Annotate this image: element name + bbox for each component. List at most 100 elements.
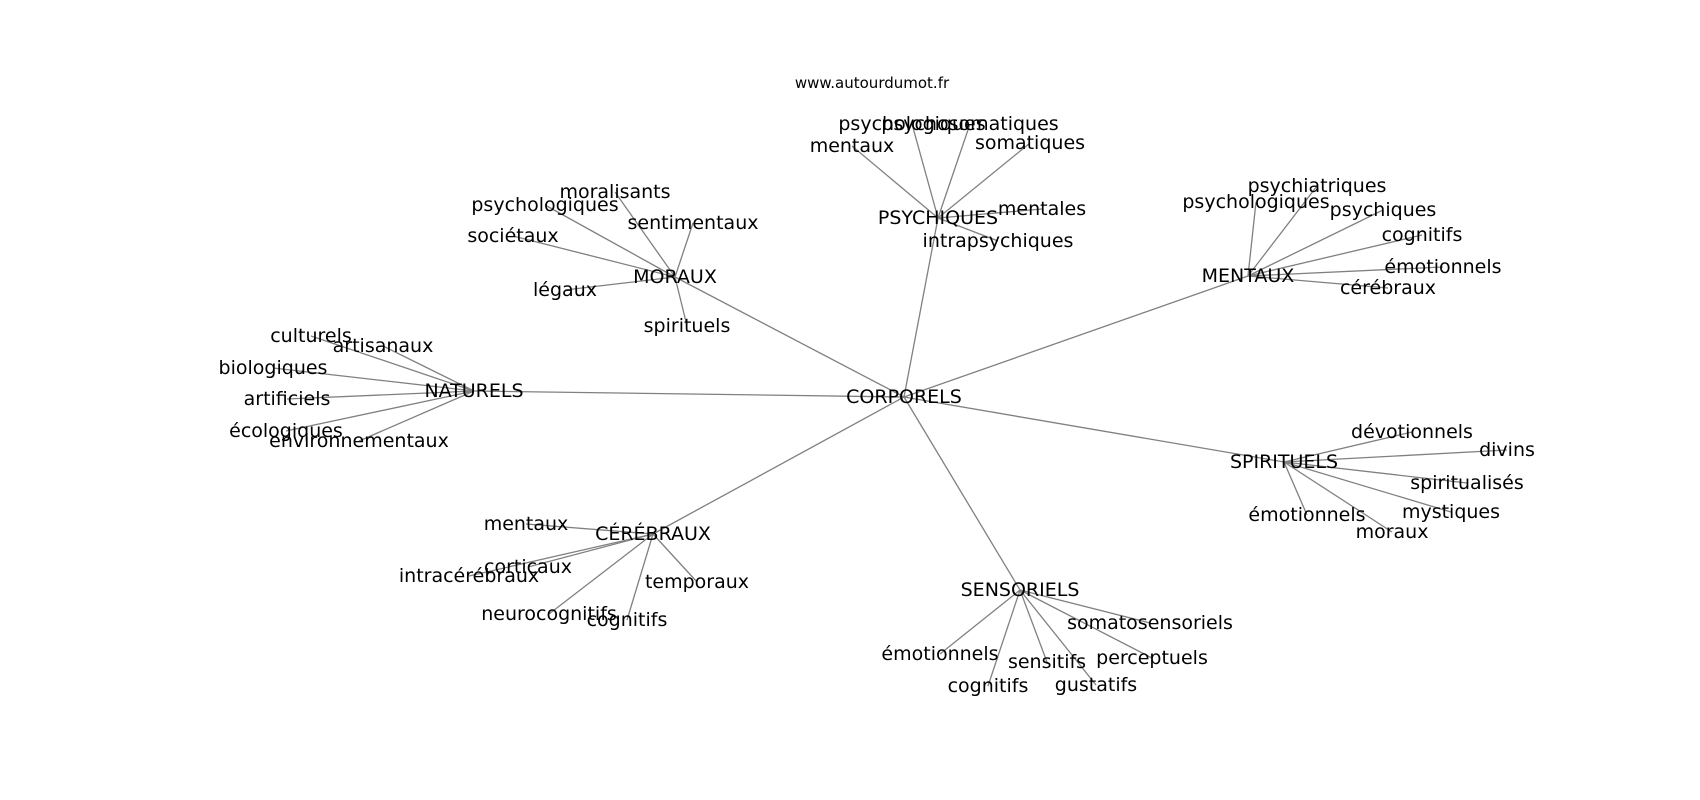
hub-leaf-edge bbox=[1247, 266, 1444, 277]
leaf-node-label: émotionnels bbox=[1384, 256, 1501, 278]
hub-leaf-edge bbox=[358, 390, 475, 442]
leaf-node-label: spirituels bbox=[644, 315, 731, 337]
leaf-node-label: moralisants bbox=[559, 181, 670, 203]
hub-leaf-edge bbox=[548, 533, 654, 615]
leaf-node-label: psychiques bbox=[1330, 199, 1437, 221]
hub-leaf-edge bbox=[1247, 209, 1384, 277]
hub-node-label: MORAUX bbox=[633, 266, 717, 288]
leaf-node-label: sociétaux bbox=[467, 225, 558, 247]
leaf-node-label: intrapsychiques bbox=[923, 230, 1074, 252]
hub-leaf-edge bbox=[1019, 589, 1151, 624]
leaf-node-label: légaux bbox=[533, 279, 597, 301]
hub-node-label: CÉRÉBRAUX bbox=[595, 522, 711, 545]
center-hub-edge bbox=[903, 217, 939, 398]
leaf-node-label: psychosomatiques bbox=[881, 113, 1058, 135]
hub-leaf-edge bbox=[614, 191, 676, 278]
hub-leaf-edge bbox=[987, 589, 1021, 687]
hub-leaf-edge bbox=[525, 523, 654, 535]
hub-leaf-edge bbox=[652, 533, 698, 583]
leaf-node-label: neurocognitifs bbox=[481, 603, 617, 625]
leaf-node-label: intracérébraux bbox=[399, 565, 539, 587]
leaf-node-label: cognitifs bbox=[948, 675, 1029, 697]
leaf-node-label: mentaux bbox=[810, 135, 895, 157]
center-hub-edge bbox=[903, 396, 1285, 463]
leaf-node-label: émotionnels bbox=[881, 643, 998, 665]
hub-leaf-edge bbox=[937, 123, 971, 219]
watermark: www.autourdumot.fr bbox=[795, 74, 950, 92]
hub-leaf-edge bbox=[544, 204, 676, 278]
hub-leaf-edge bbox=[382, 345, 475, 392]
edges bbox=[272, 123, 1508, 687]
leaf-node-label: spiritualisés bbox=[1410, 472, 1524, 494]
leaf-node-label: émotionnels bbox=[1248, 504, 1365, 526]
leaf-node-label: cognitifs bbox=[587, 609, 668, 631]
hub-leaf-edge bbox=[1247, 234, 1423, 277]
hub-leaf-edge bbox=[527, 533, 654, 568]
leaf-node-label: sensitifs bbox=[1008, 651, 1086, 673]
hub-leaf-edge bbox=[1019, 589, 1048, 663]
leaf-node-label: psychologiques bbox=[838, 113, 985, 135]
center-node-label: CORPORELS bbox=[846, 386, 962, 408]
hub-leaf-edge bbox=[674, 276, 688, 327]
hub-leaf-edge bbox=[1019, 589, 1097, 686]
leaf-node-label: dévotionnels bbox=[1351, 421, 1473, 443]
hub-leaf-edge bbox=[937, 217, 999, 242]
hub-leaf-edge bbox=[939, 589, 1021, 655]
leaf-node-label: artisanaux bbox=[333, 335, 434, 357]
labels: CORPORELSPSYCHIQUESpsychologiquespsychos… bbox=[219, 113, 1535, 697]
hub-node-label: NATURELS bbox=[424, 380, 523, 402]
hub-leaf-edge bbox=[937, 208, 1043, 219]
hub-leaf-edge bbox=[851, 145, 939, 219]
leaf-node-label: divins bbox=[1479, 439, 1535, 461]
leaf-node-label: environnementaux bbox=[269, 430, 449, 452]
center-hub-edge bbox=[674, 276, 905, 398]
hub-leaf-edge bbox=[674, 222, 694, 278]
center-hub-edge bbox=[652, 396, 905, 535]
leaf-node-label: cérébraux bbox=[1340, 277, 1436, 299]
center-hub-edge bbox=[903, 275, 1249, 398]
leaf-node-label: somatiques bbox=[975, 132, 1085, 154]
hub-leaf-edge bbox=[1019, 589, 1153, 659]
center-hub-edge bbox=[473, 390, 905, 398]
leaf-node-label: gustatifs bbox=[1055, 674, 1137, 696]
hub-leaf-edge bbox=[564, 276, 676, 291]
leaf-node-label: mentales bbox=[998, 198, 1086, 220]
leaf-node-label: temporaux bbox=[645, 571, 749, 593]
leaf-node-label: perceptuels bbox=[1096, 647, 1208, 669]
hub-leaf-edge bbox=[272, 367, 475, 392]
hub-leaf-edge bbox=[468, 533, 654, 577]
hub-leaf-edge bbox=[512, 235, 676, 278]
leaf-node-label: biologiques bbox=[219, 357, 328, 379]
leaf-node-label: sentimentaux bbox=[628, 212, 759, 234]
hub-leaf-edge bbox=[1247, 201, 1257, 277]
hub-leaf-edge bbox=[1283, 461, 1393, 533]
hub-node-label: SENSORIELS bbox=[961, 579, 1080, 601]
hub-node-label: PSYCHIQUES bbox=[878, 207, 998, 229]
leaf-node-label: mystiques bbox=[1402, 501, 1500, 523]
leaf-node-label: corticaux bbox=[484, 556, 572, 578]
leaf-node-label: psychiatriques bbox=[1248, 175, 1387, 197]
hub-leaf-edge bbox=[1283, 461, 1452, 513]
leaf-node-label: psychologiques bbox=[471, 194, 618, 216]
hub-leaf-edge bbox=[1283, 461, 1308, 516]
hub-leaf-edge bbox=[937, 142, 1031, 219]
leaf-node-label: cognitifs bbox=[1382, 224, 1463, 246]
hub-node-label: MENTAUX bbox=[1202, 265, 1295, 287]
leaf-node-label: moraux bbox=[1356, 521, 1429, 543]
hub-leaf-edge bbox=[626, 533, 654, 621]
hub-leaf-edge bbox=[1283, 431, 1413, 463]
hub-node-label: SPIRITUELS bbox=[1230, 451, 1338, 473]
leaf-node-label: artificiels bbox=[244, 388, 331, 410]
leaf-node-label: écologiques bbox=[229, 420, 343, 442]
leaf-node-label: culturels bbox=[270, 325, 352, 347]
hub-leaf-edge bbox=[286, 390, 475, 400]
hub-leaf-edge bbox=[1283, 461, 1468, 484]
leaf-node-label: somatosensoriels bbox=[1067, 612, 1233, 634]
center-hub-edge bbox=[903, 396, 1021, 591]
hub-leaf-edge bbox=[310, 335, 475, 392]
leaf-node-label: mentaux bbox=[484, 513, 569, 535]
hub-leaf-edge bbox=[911, 123, 939, 219]
hub-leaf-edge bbox=[285, 390, 475, 432]
hub-leaf-edge bbox=[1283, 449, 1508, 463]
